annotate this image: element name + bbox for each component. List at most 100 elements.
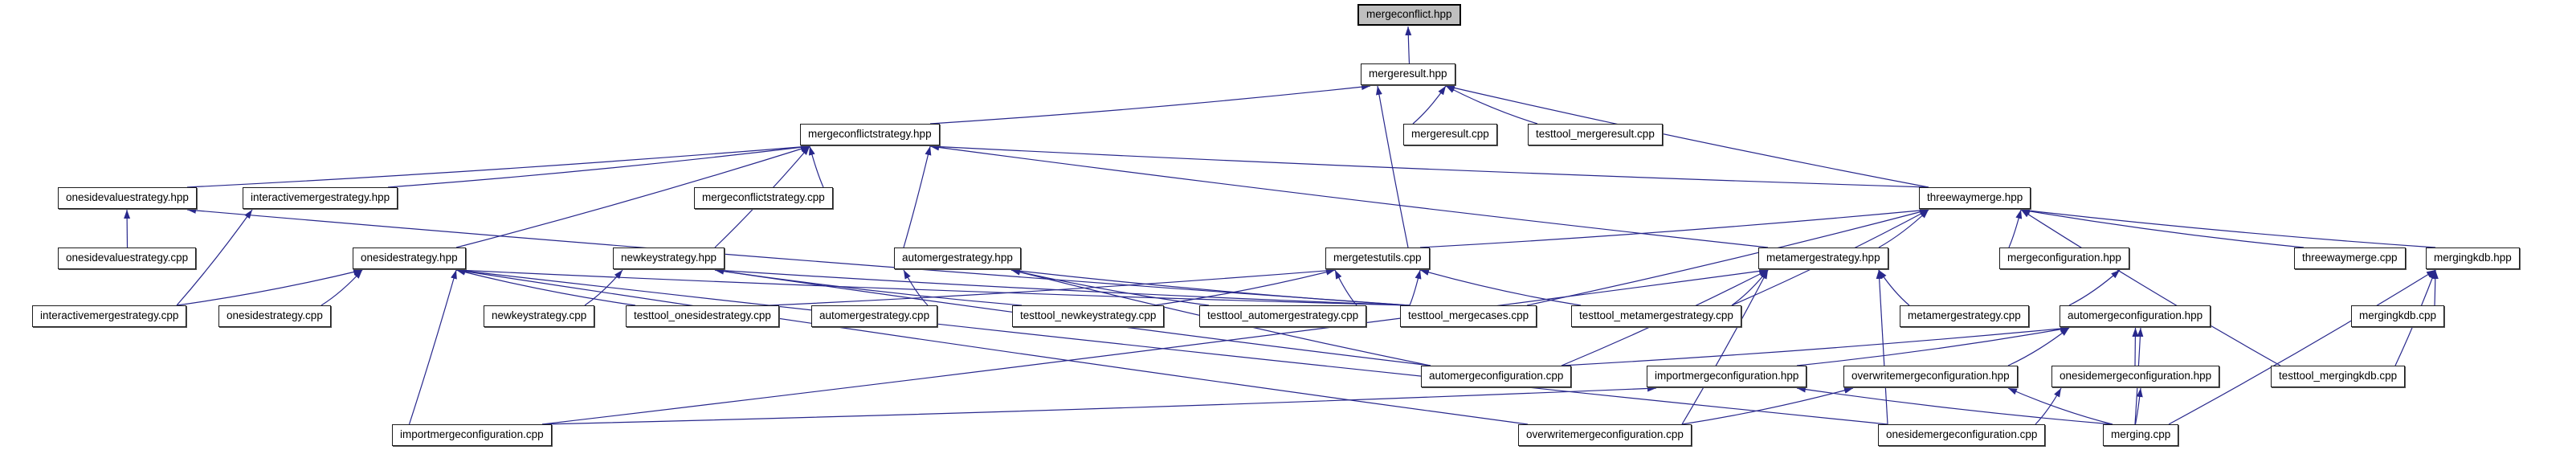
graph-node[interactable]: onesidevaluestrategy.cpp bbox=[58, 248, 197, 269]
graph-root-node: mergeconflict.hpp bbox=[1357, 4, 1461, 26]
include-edge bbox=[929, 143, 1929, 188]
include-edge bbox=[2020, 209, 2281, 366]
graph-node[interactable]: threewaymerge.hpp bbox=[1919, 187, 2031, 209]
include-edge bbox=[387, 144, 810, 188]
graph-node-label: overwritemergeconfiguration.hpp bbox=[1851, 370, 2010, 382]
graph-node[interactable]: onesidestrategy.cpp bbox=[218, 305, 331, 327]
graph-node-label: onesidemergeconfiguration.cpp bbox=[1886, 428, 2038, 440]
graph-node-label: overwritemergeconfiguration.cpp bbox=[1526, 428, 1684, 440]
include-edge bbox=[1796, 386, 2113, 425]
graph-node-label: threewaymerge.cpp bbox=[2302, 252, 2398, 264]
graph-node[interactable]: metamergestrategy.cpp bbox=[1900, 305, 2029, 327]
include-edge bbox=[929, 144, 1769, 248]
include-edge bbox=[809, 145, 824, 188]
graph-node-label: automergestrategy.hpp bbox=[902, 252, 1013, 264]
include-edge bbox=[186, 143, 810, 188]
graph-node-label: merging.cpp bbox=[2111, 428, 2171, 440]
graph-node[interactable]: onesidemergeconfiguration.cpp bbox=[1878, 424, 2046, 446]
graph-node[interactable]: importmergeconfiguration.hpp bbox=[1647, 366, 1807, 387]
include-edge bbox=[714, 267, 1410, 306]
include-edge bbox=[1405, 26, 1412, 64]
graph-node[interactable]: automergestrategy.cpp bbox=[811, 305, 938, 327]
graph-node-label: mergeconflictstrategy.hpp bbox=[808, 128, 932, 140]
include-edge bbox=[2068, 269, 2121, 306]
graph-node[interactable]: overwritemergeconfiguration.hpp bbox=[1843, 366, 2018, 387]
graph-node-label: mergingkdb.hpp bbox=[2434, 252, 2512, 264]
graph-node-label: automergeconfiguration.hpp bbox=[2068, 309, 2203, 321]
graph-node-label: mergetestutils.cpp bbox=[1333, 252, 1422, 264]
graph-node-label: testtool_metamergestrategy.cpp bbox=[1579, 309, 1733, 321]
include-edge bbox=[1561, 325, 2070, 366]
graph-node[interactable]: newkeystrategy.cpp bbox=[484, 305, 595, 327]
graph-node[interactable]: interactivemergestrategy.hpp bbox=[243, 187, 398, 209]
graph-node-label: onesidestrategy.cpp bbox=[227, 309, 323, 321]
graph-node-label: testtool_newkeystrategy.cpp bbox=[1020, 309, 1157, 321]
graph-node[interactable]: threewaymerge.cpp bbox=[2294, 248, 2406, 269]
graph-node[interactable]: mergeresult.hpp bbox=[1361, 63, 1455, 85]
graph-node-label: testtool_onesidestrategy.cpp bbox=[634, 309, 771, 321]
graph-node-label: testtool_automergestrategy.cpp bbox=[1207, 309, 1359, 321]
graph-node-label: onesidevaluestrategy.cpp bbox=[66, 252, 189, 264]
graph-node-label: testtool_mergingkdb.cpp bbox=[2279, 370, 2398, 382]
include-edge bbox=[455, 267, 1410, 306]
graph-node-label: testtool_mergecases.cpp bbox=[1408, 309, 1529, 321]
graph-node-label: automergeconfiguration.cpp bbox=[1429, 370, 1564, 382]
graph-node[interactable]: automergeconfiguration.hpp bbox=[2060, 305, 2211, 327]
graph-node-label: importmergeconfiguration.hpp bbox=[1655, 370, 1799, 382]
include-edge bbox=[1412, 85, 1447, 125]
include-edge bbox=[455, 268, 636, 306]
graph-node[interactable]: automergeconfiguration.cpp bbox=[1421, 366, 1572, 387]
graph-node[interactable]: testtool_mergecases.cpp bbox=[1400, 305, 1537, 327]
graph-node[interactable]: testtool_mergeresult.cpp bbox=[1528, 124, 1663, 145]
graph-node[interactable]: merging.cpp bbox=[2103, 424, 2179, 446]
graph-node-label: newkeystrategy.hpp bbox=[621, 252, 717, 264]
include-edge bbox=[2020, 207, 2436, 248]
include-edge bbox=[1878, 209, 1929, 248]
graph-node[interactable]: interactivemergestrategy.cpp bbox=[32, 305, 187, 327]
include-edge bbox=[584, 269, 623, 306]
include-edge bbox=[1445, 84, 1929, 188]
include-edge bbox=[2132, 327, 2139, 366]
graph-node[interactable]: testtool_newkeystrategy.cpp bbox=[1012, 305, 1165, 327]
include-edge bbox=[1419, 207, 1929, 248]
graph-node[interactable]: mergeconflictstrategy.hpp bbox=[800, 124, 940, 145]
graph-node[interactable]: mergeconflictstrategy.cpp bbox=[694, 187, 833, 209]
graph-node-label: importmergeconfiguration.cpp bbox=[400, 428, 544, 440]
graph-node[interactable]: newkeystrategy.hpp bbox=[613, 248, 725, 269]
include-edge bbox=[541, 385, 1657, 425]
graph-node[interactable]: mergingkdb.cpp bbox=[2351, 305, 2445, 327]
graph-node[interactable]: testtool_metamergestrategy.cpp bbox=[1571, 305, 1741, 327]
include-edge bbox=[2007, 327, 2070, 366]
graph-node[interactable]: mergeconfiguration.hpp bbox=[1999, 248, 2129, 269]
include-edge bbox=[714, 268, 1023, 306]
graph-node[interactable]: onesidevaluestrategy.hpp bbox=[58, 187, 197, 209]
graph-node[interactable]: metamergestrategy.hpp bbox=[1758, 248, 1888, 269]
include-edge bbox=[2168, 269, 2436, 425]
include-edge bbox=[1409, 269, 1422, 306]
include-edge bbox=[769, 267, 1336, 306]
include-edge bbox=[1010, 268, 1410, 306]
include-edge bbox=[929, 84, 1371, 125]
graph-node[interactable]: automergestrategy.hpp bbox=[894, 248, 1021, 269]
graph-node[interactable]: mergeresult.cpp bbox=[1403, 124, 1497, 145]
graph-node-label: mergingkdb.cpp bbox=[2359, 309, 2437, 321]
graph-node-label: mergeresult.cpp bbox=[1411, 128, 1489, 140]
include-edge bbox=[320, 269, 363, 306]
graph-node[interactable]: onesidemergeconfiguration.hpp bbox=[2051, 366, 2220, 387]
graph-node[interactable]: testtool_automergestrategy.cpp bbox=[1199, 305, 1367, 327]
graph-node-label: interactivemergestrategy.hpp bbox=[251, 191, 390, 203]
graph-node-label: interactivemergestrategy.cpp bbox=[40, 309, 179, 321]
graph-node[interactable]: testtool_mergingkdb.cpp bbox=[2271, 366, 2406, 387]
include-edge bbox=[124, 209, 131, 248]
graph-node[interactable]: importmergeconfiguration.cpp bbox=[392, 424, 552, 446]
include-edge bbox=[455, 268, 1888, 425]
include-edge bbox=[1334, 269, 1357, 306]
graph-node[interactable]: mergetestutils.cpp bbox=[1325, 248, 1430, 269]
graph-node-label: mergeconflictstrategy.cpp bbox=[702, 191, 825, 203]
graph-node[interactable]: onesidestrategy.hpp bbox=[353, 248, 466, 269]
graph-node[interactable]: mergingkdb.hpp bbox=[2426, 248, 2520, 269]
graph-node[interactable]: testtool_onesidestrategy.cpp bbox=[626, 305, 779, 327]
graph-node[interactable]: overwritemergeconfiguration.cpp bbox=[1518, 424, 1692, 446]
include-edge bbox=[408, 269, 457, 425]
